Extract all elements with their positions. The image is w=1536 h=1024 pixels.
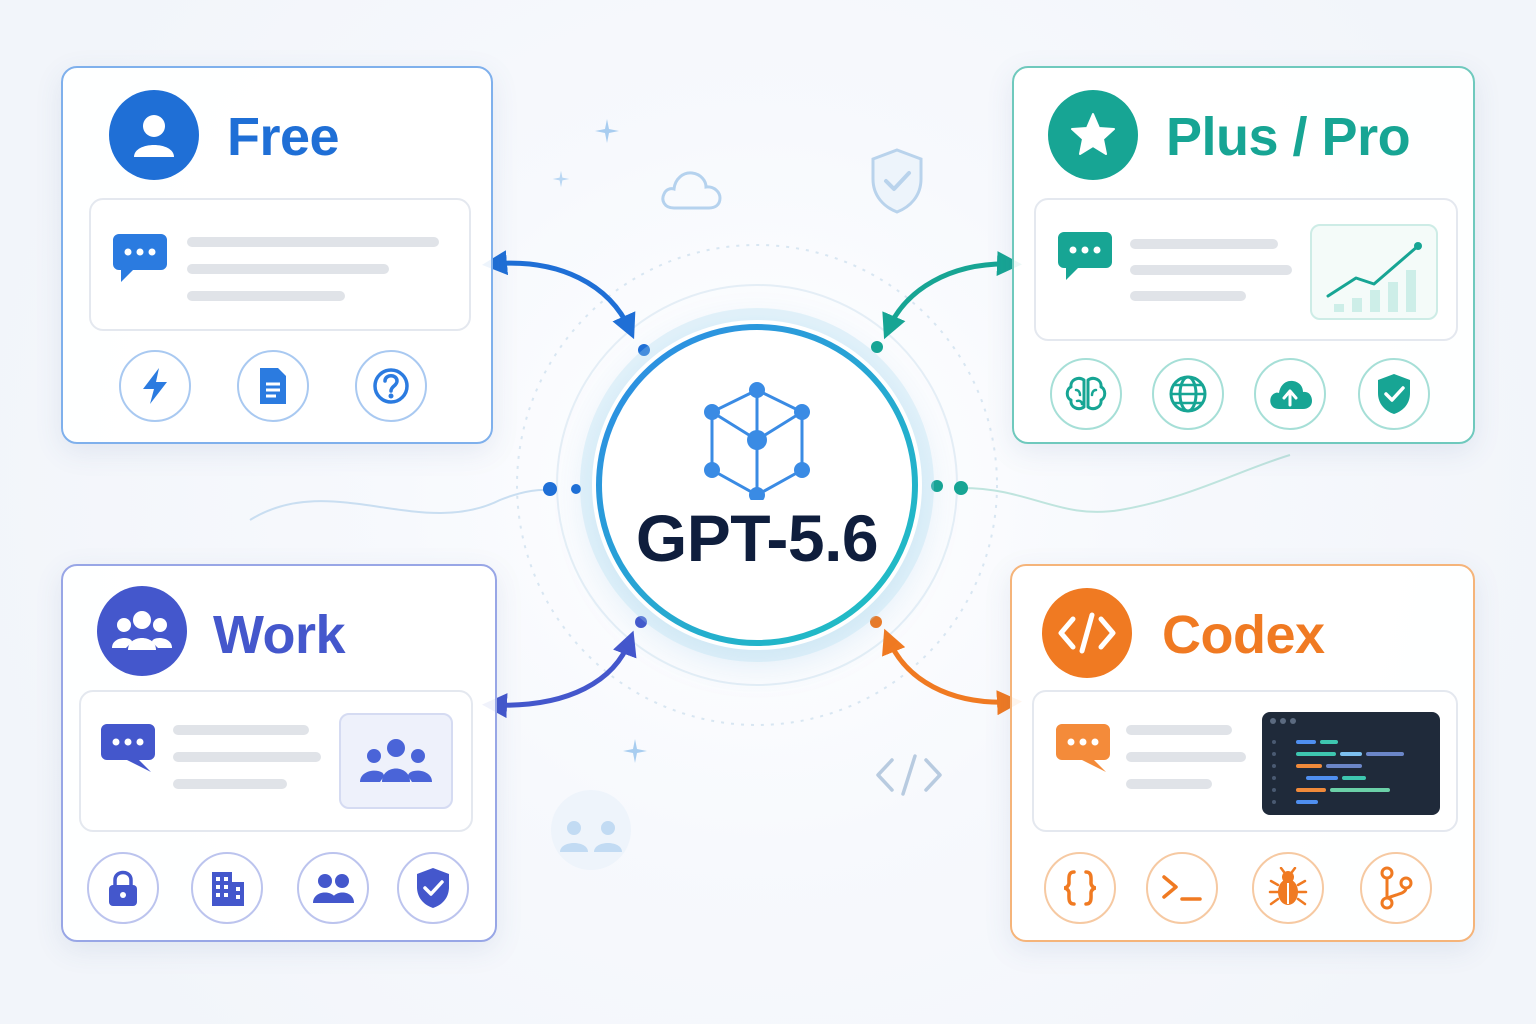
- code-editor-thumbnail: [1262, 712, 1440, 815]
- hub-ring: [596, 324, 918, 646]
- cloud-upload-icon[interactable]: [1254, 358, 1326, 430]
- star-icon: [1048, 90, 1138, 180]
- brain-icon[interactable]: [1050, 358, 1122, 430]
- team-icon: [97, 586, 187, 676]
- users-icon[interactable]: [297, 852, 369, 924]
- wave-left: [249, 488, 551, 521]
- sparkle-icon: [552, 170, 570, 188]
- text-line-placeholder: [173, 779, 287, 789]
- node-dot: [931, 480, 943, 492]
- arrow-free: [482, 250, 636, 340]
- terminal-icon[interactable]: [1146, 852, 1218, 924]
- shield-check-icon[interactable]: [397, 852, 469, 924]
- node-dot: [954, 481, 968, 495]
- growth-chart-thumbnail: [1310, 224, 1438, 320]
- lightning-icon[interactable]: [119, 350, 191, 422]
- node-dot: [870, 616, 882, 628]
- code-line: [1272, 776, 1276, 780]
- trend-up-icon: [1326, 242, 1422, 312]
- orbit-ring-outer: [516, 244, 998, 726]
- shield-check-icon: [871, 148, 923, 214]
- text-line-placeholder: [1126, 752, 1246, 762]
- code-line: [1272, 752, 1276, 756]
- code-line: [1272, 788, 1276, 792]
- window-dot: [1270, 718, 1276, 724]
- code-line: [1272, 800, 1276, 804]
- text-line-placeholder: [187, 237, 439, 247]
- code-line: [1272, 764, 1276, 768]
- text-line-placeholder: [187, 291, 345, 301]
- chat-bubble-icon: [113, 234, 167, 282]
- chat-bubble-icon: [1058, 232, 1112, 280]
- code-line: [1306, 776, 1338, 780]
- cloud-icon: [661, 171, 722, 210]
- user-icon: [109, 90, 199, 180]
- code-line: [1272, 740, 1276, 744]
- arrow-codex: [882, 628, 1022, 716]
- sparkle-icon: [623, 739, 647, 763]
- text-line-placeholder: [1126, 725, 1232, 735]
- node-dot: [543, 482, 557, 496]
- shield-check-icon[interactable]: [1358, 358, 1430, 430]
- text-line-placeholder: [173, 752, 321, 762]
- team-icon: [360, 739, 432, 782]
- lock-icon[interactable]: [87, 852, 159, 924]
- text-line-placeholder: [187, 264, 389, 274]
- document-icon[interactable]: [237, 350, 309, 422]
- plan-title: Free: [227, 107, 340, 167]
- text-line-placeholder: [1130, 265, 1292, 275]
- node-dot: [635, 616, 647, 628]
- code-line: [1296, 740, 1316, 744]
- sparkle-icon: [595, 119, 619, 143]
- plan-title: Codex: [1162, 605, 1325, 665]
- window-dot: [1280, 718, 1286, 724]
- code-line: [1366, 752, 1404, 756]
- arrow-work: [482, 630, 637, 719]
- globe-icon[interactable]: [1152, 358, 1224, 430]
- code-line: [1296, 764, 1322, 768]
- building-icon[interactable]: [191, 852, 263, 924]
- chat-preview-panel: [89, 198, 471, 331]
- code-line: [1296, 800, 1318, 804]
- arrow-plus: [882, 251, 1022, 340]
- node-dot: [871, 341, 883, 353]
- code-icon: [1042, 588, 1132, 678]
- plan-title: Plus / Pro: [1166, 107, 1411, 167]
- braces-icon[interactable]: [1044, 852, 1116, 924]
- text-line-placeholder: [1130, 291, 1246, 301]
- code-line: [1326, 764, 1362, 768]
- code-line: [1296, 752, 1336, 756]
- hub-circle: GPT-5.6: [592, 320, 922, 650]
- git-branch-icon[interactable]: [1360, 852, 1432, 924]
- code-line: [1340, 752, 1362, 756]
- code-line: [1342, 776, 1366, 780]
- chat-bubble-icon: [1056, 724, 1110, 772]
- window-dot: [1290, 718, 1296, 724]
- team-icon: [551, 790, 631, 870]
- plan-card-free[interactable]: Free: [61, 66, 493, 444]
- bug-icon[interactable]: [1252, 852, 1324, 924]
- code-line: [1330, 788, 1390, 792]
- help-icon[interactable]: [355, 350, 427, 422]
- network-cube-icon: [704, 382, 810, 500]
- text-line-placeholder: [1126, 779, 1212, 789]
- text-line-placeholder: [1130, 239, 1278, 249]
- code-brackets-icon: [876, 754, 942, 796]
- hub-title: GPT-5.6: [635, 501, 879, 575]
- team-thumbnail: [339, 713, 453, 809]
- code-line: [1320, 740, 1338, 744]
- code-line: [1296, 788, 1326, 792]
- node-dot: [638, 344, 650, 356]
- chat-bubble-icon: [101, 724, 155, 772]
- wave-right: [961, 454, 1291, 513]
- node-dot: [571, 484, 581, 494]
- plan-title: Work: [213, 605, 346, 665]
- text-line-placeholder: [173, 725, 309, 735]
